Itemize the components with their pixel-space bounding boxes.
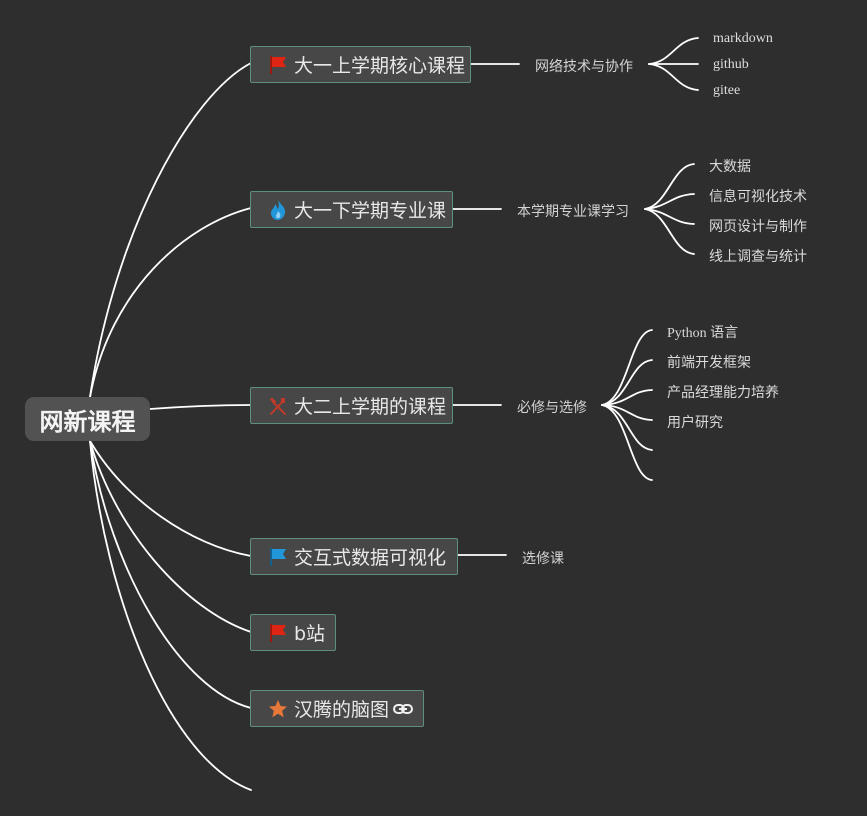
subtopic-4[interactable]: 选修课 xyxy=(522,551,564,567)
fire-icon xyxy=(267,199,289,221)
orange-star-icon xyxy=(267,698,289,720)
leaf-topic[interactable]: 用户研究 xyxy=(667,415,723,431)
connector-branch-3 xyxy=(149,404,252,410)
connector-leaf xyxy=(601,359,653,406)
branch-topic-label: 交互式数据可视化 xyxy=(294,547,447,569)
connector-leaf xyxy=(601,329,653,406)
branch-topic-2[interactable]: 大一下学期专业课 xyxy=(250,191,453,228)
branch-topic-label: b站 xyxy=(294,623,326,645)
leaf-topic[interactable]: 线上调查与统计 xyxy=(709,249,807,265)
branch-topic-5[interactable]: b站 xyxy=(250,614,336,651)
leaf-topic[interactable]: 信息可视化技术 xyxy=(709,189,807,205)
branch-topic-1[interactable]: 大一上学期核心课程 xyxy=(250,46,471,83)
blue-flag-icon xyxy=(267,546,289,568)
connector-leaf xyxy=(644,193,695,210)
branch-topic-3[interactable]: 大二上学期的课程 xyxy=(250,387,453,424)
leaf-topic[interactable]: markdown xyxy=(713,31,773,46)
branch-topic-label: 大一下学期专业课 xyxy=(294,200,447,222)
leaf-topic[interactable]: 大数据 xyxy=(709,159,751,175)
connector-leaf xyxy=(644,163,695,210)
root-topic[interactable]: 网新课程 xyxy=(25,397,150,441)
red-flag-icon xyxy=(267,622,289,644)
branch-topic-4[interactable]: 交互式数据可视化 xyxy=(250,538,458,575)
connector-branch-4 xyxy=(89,440,252,557)
connector-branch-1 xyxy=(89,62,252,398)
crossed-tools-icon xyxy=(267,395,289,417)
connector-branch-5 xyxy=(89,440,252,633)
leaf-topic[interactable]: 网页设计与制作 xyxy=(709,219,807,235)
leaf-topic-label: Python 语言 xyxy=(667,326,739,341)
branch-topic-label: 大二上学期的课程 xyxy=(294,396,447,418)
connector-leaf xyxy=(648,37,699,65)
leaf-topic[interactable]: 前端开发框架 xyxy=(667,355,751,371)
connector-leaf xyxy=(601,404,653,481)
branch-topic-6[interactable]: 汉腾的脑图 xyxy=(250,690,424,727)
subtopic-1[interactable]: 网络技术与协作 xyxy=(535,59,633,75)
subtopic-3[interactable]: 必修与选修 xyxy=(517,400,587,416)
connector-leaf xyxy=(601,404,653,451)
connector-branch-2 xyxy=(89,207,252,398)
connector-branch-7 xyxy=(89,440,252,791)
link-icon[interactable] xyxy=(392,698,414,720)
branch-topic-label: 大一上学期核心课程 xyxy=(294,55,466,77)
leaf-topic[interactable]: gitee xyxy=(713,83,741,98)
red-flag-icon xyxy=(267,54,289,76)
connector-leaf xyxy=(644,208,695,255)
leaf-topic[interactable]: github xyxy=(713,57,749,72)
connector-leaf xyxy=(601,389,653,406)
connector-leaf xyxy=(648,63,699,91)
branch-topic-label: 汉腾的脑图 xyxy=(294,699,390,721)
connector-branch-6 xyxy=(89,440,252,709)
subtopic-2[interactable]: 本学期专业课学习 xyxy=(517,204,629,220)
leaf-topic[interactable]: 产品经理能力培养 xyxy=(667,385,779,401)
leaf-topic[interactable]: Python 语言 xyxy=(667,322,738,342)
